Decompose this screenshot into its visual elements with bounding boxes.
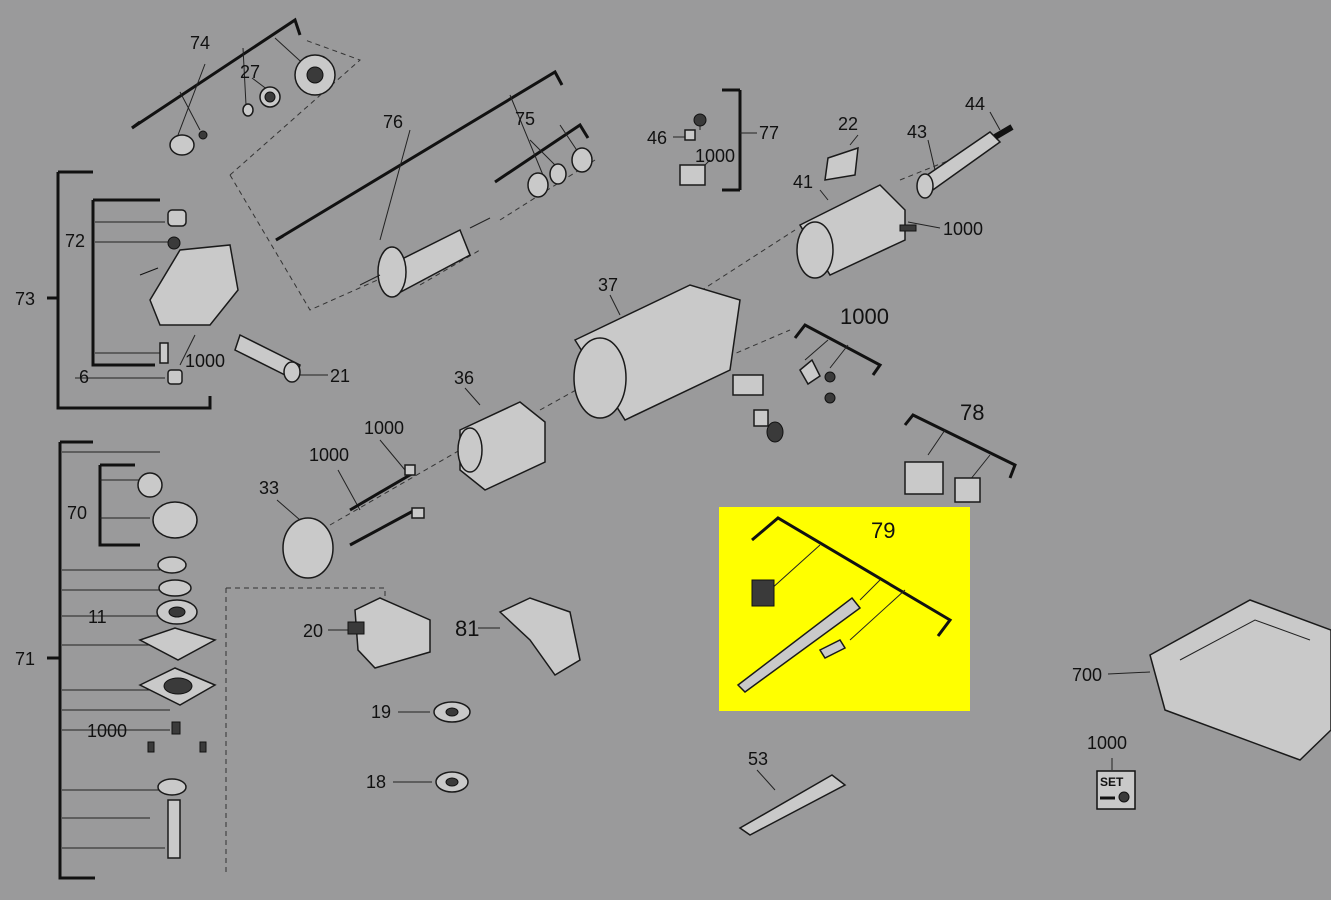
label-53: 53 (748, 749, 768, 769)
label-46: 46 (647, 128, 667, 148)
label-1000-brush: 1000 (695, 146, 735, 166)
label-1000-screw: 1000 (943, 219, 983, 239)
set-box (1096, 770, 1136, 810)
label-1000-6: 1000 (185, 351, 225, 371)
label-6: 6 (79, 367, 89, 387)
brackets (47, 17, 1017, 880)
label-1000-set: 1000 (1087, 733, 1127, 753)
label-75: 75 (515, 109, 535, 129)
label-18: 18 (366, 772, 386, 792)
label-76: 76 (383, 112, 403, 132)
set-text: SET (1100, 775, 1124, 789)
label-1000-gear: 1000 (87, 721, 127, 741)
label-1000-rod2: 1000 (309, 445, 349, 465)
label-1000-right: 1000 (840, 304, 889, 329)
label-37: 37 (598, 275, 618, 295)
label-71: 71 (15, 649, 35, 669)
label-20: 20 (303, 621, 323, 641)
label-33: 33 (259, 478, 279, 498)
label-19: 19 (371, 702, 391, 722)
label-11: 11 (88, 607, 107, 627)
label-1000-rod1: 1000 (364, 418, 404, 438)
label-21: 21 (330, 366, 350, 386)
label-70: 70 (67, 503, 87, 523)
label-44: 44 (965, 94, 985, 114)
part-drawings (137, 54, 1331, 859)
label-81: 81 (455, 616, 479, 641)
label-27: 27 (240, 62, 260, 82)
label-43: 43 (907, 122, 927, 142)
label-78: 78 (960, 400, 984, 425)
label-79: 79 (871, 518, 895, 543)
label-41: 41 (793, 172, 813, 192)
label-74: 74 (190, 33, 210, 53)
label-77: 77 (759, 123, 779, 143)
label-36: 36 (454, 368, 474, 388)
label-73: 73 (15, 289, 35, 309)
label-22: 22 (838, 114, 858, 134)
label-72: 72 (65, 231, 85, 251)
part-labels: 74 27 76 75 77 46 1000 22 43 44 41 1000 … (15, 33, 1127, 792)
leader-lines (62, 37, 1151, 849)
label-700: 700 (1072, 665, 1102, 685)
